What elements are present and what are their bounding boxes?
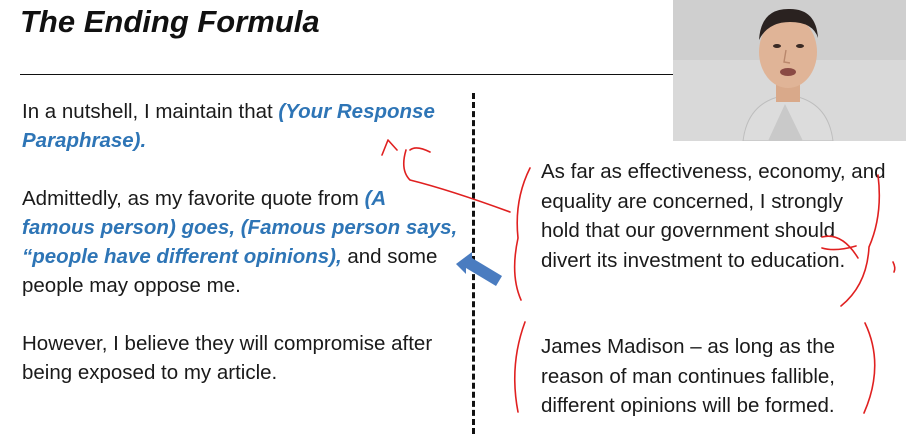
left-column: In a nutshell, I maintain that (Your Res… xyxy=(22,97,462,416)
example-paraphrase: As far as effectiveness, economy, and eq… xyxy=(541,157,886,275)
compromise-text: However, I believe they will compromise … xyxy=(22,332,433,384)
slide-title: The Ending Formula xyxy=(20,4,320,39)
presenter-video xyxy=(673,0,906,141)
famous-person-placeholder: (A famous person) goes xyxy=(22,187,386,239)
example-quote: James Madison – as long as the reason of… xyxy=(541,332,886,421)
quote-tail-text: and some people may oppose me. xyxy=(22,245,438,297)
arrow-icon xyxy=(456,252,502,286)
paragraph-compromise: However, I believe they will compromise … xyxy=(22,329,462,387)
paragraph-conclusion: In a nutshell, I maintain that (Your Res… xyxy=(22,97,462,155)
title-underline xyxy=(20,74,675,75)
column-divider xyxy=(472,93,475,434)
webcam-overlay xyxy=(673,0,906,141)
paragraph-quote: Admittedly, as my favorite quote from (A… xyxy=(22,184,462,300)
famous-quote-placeholder: (Famous person says, “people have differ… xyxy=(22,216,458,268)
example-quote-text: James Madison – as long as the reason of… xyxy=(541,335,836,417)
response-paraphrase-placeholder: (Your Response Paraphrase). xyxy=(22,100,435,152)
annotation-brace-top xyxy=(513,167,531,301)
example-paraphrase-text: As far as effectiveness, economy, and eq… xyxy=(541,160,886,272)
quote-intro-text: Admittedly, as my favorite quote from xyxy=(22,187,365,210)
conclusion-text: In a nutshell, I maintain that xyxy=(22,100,279,123)
annotation-brace-bottom xyxy=(514,321,526,413)
annotation-tick-right xyxy=(892,261,896,273)
quote-comma: , xyxy=(229,216,241,239)
